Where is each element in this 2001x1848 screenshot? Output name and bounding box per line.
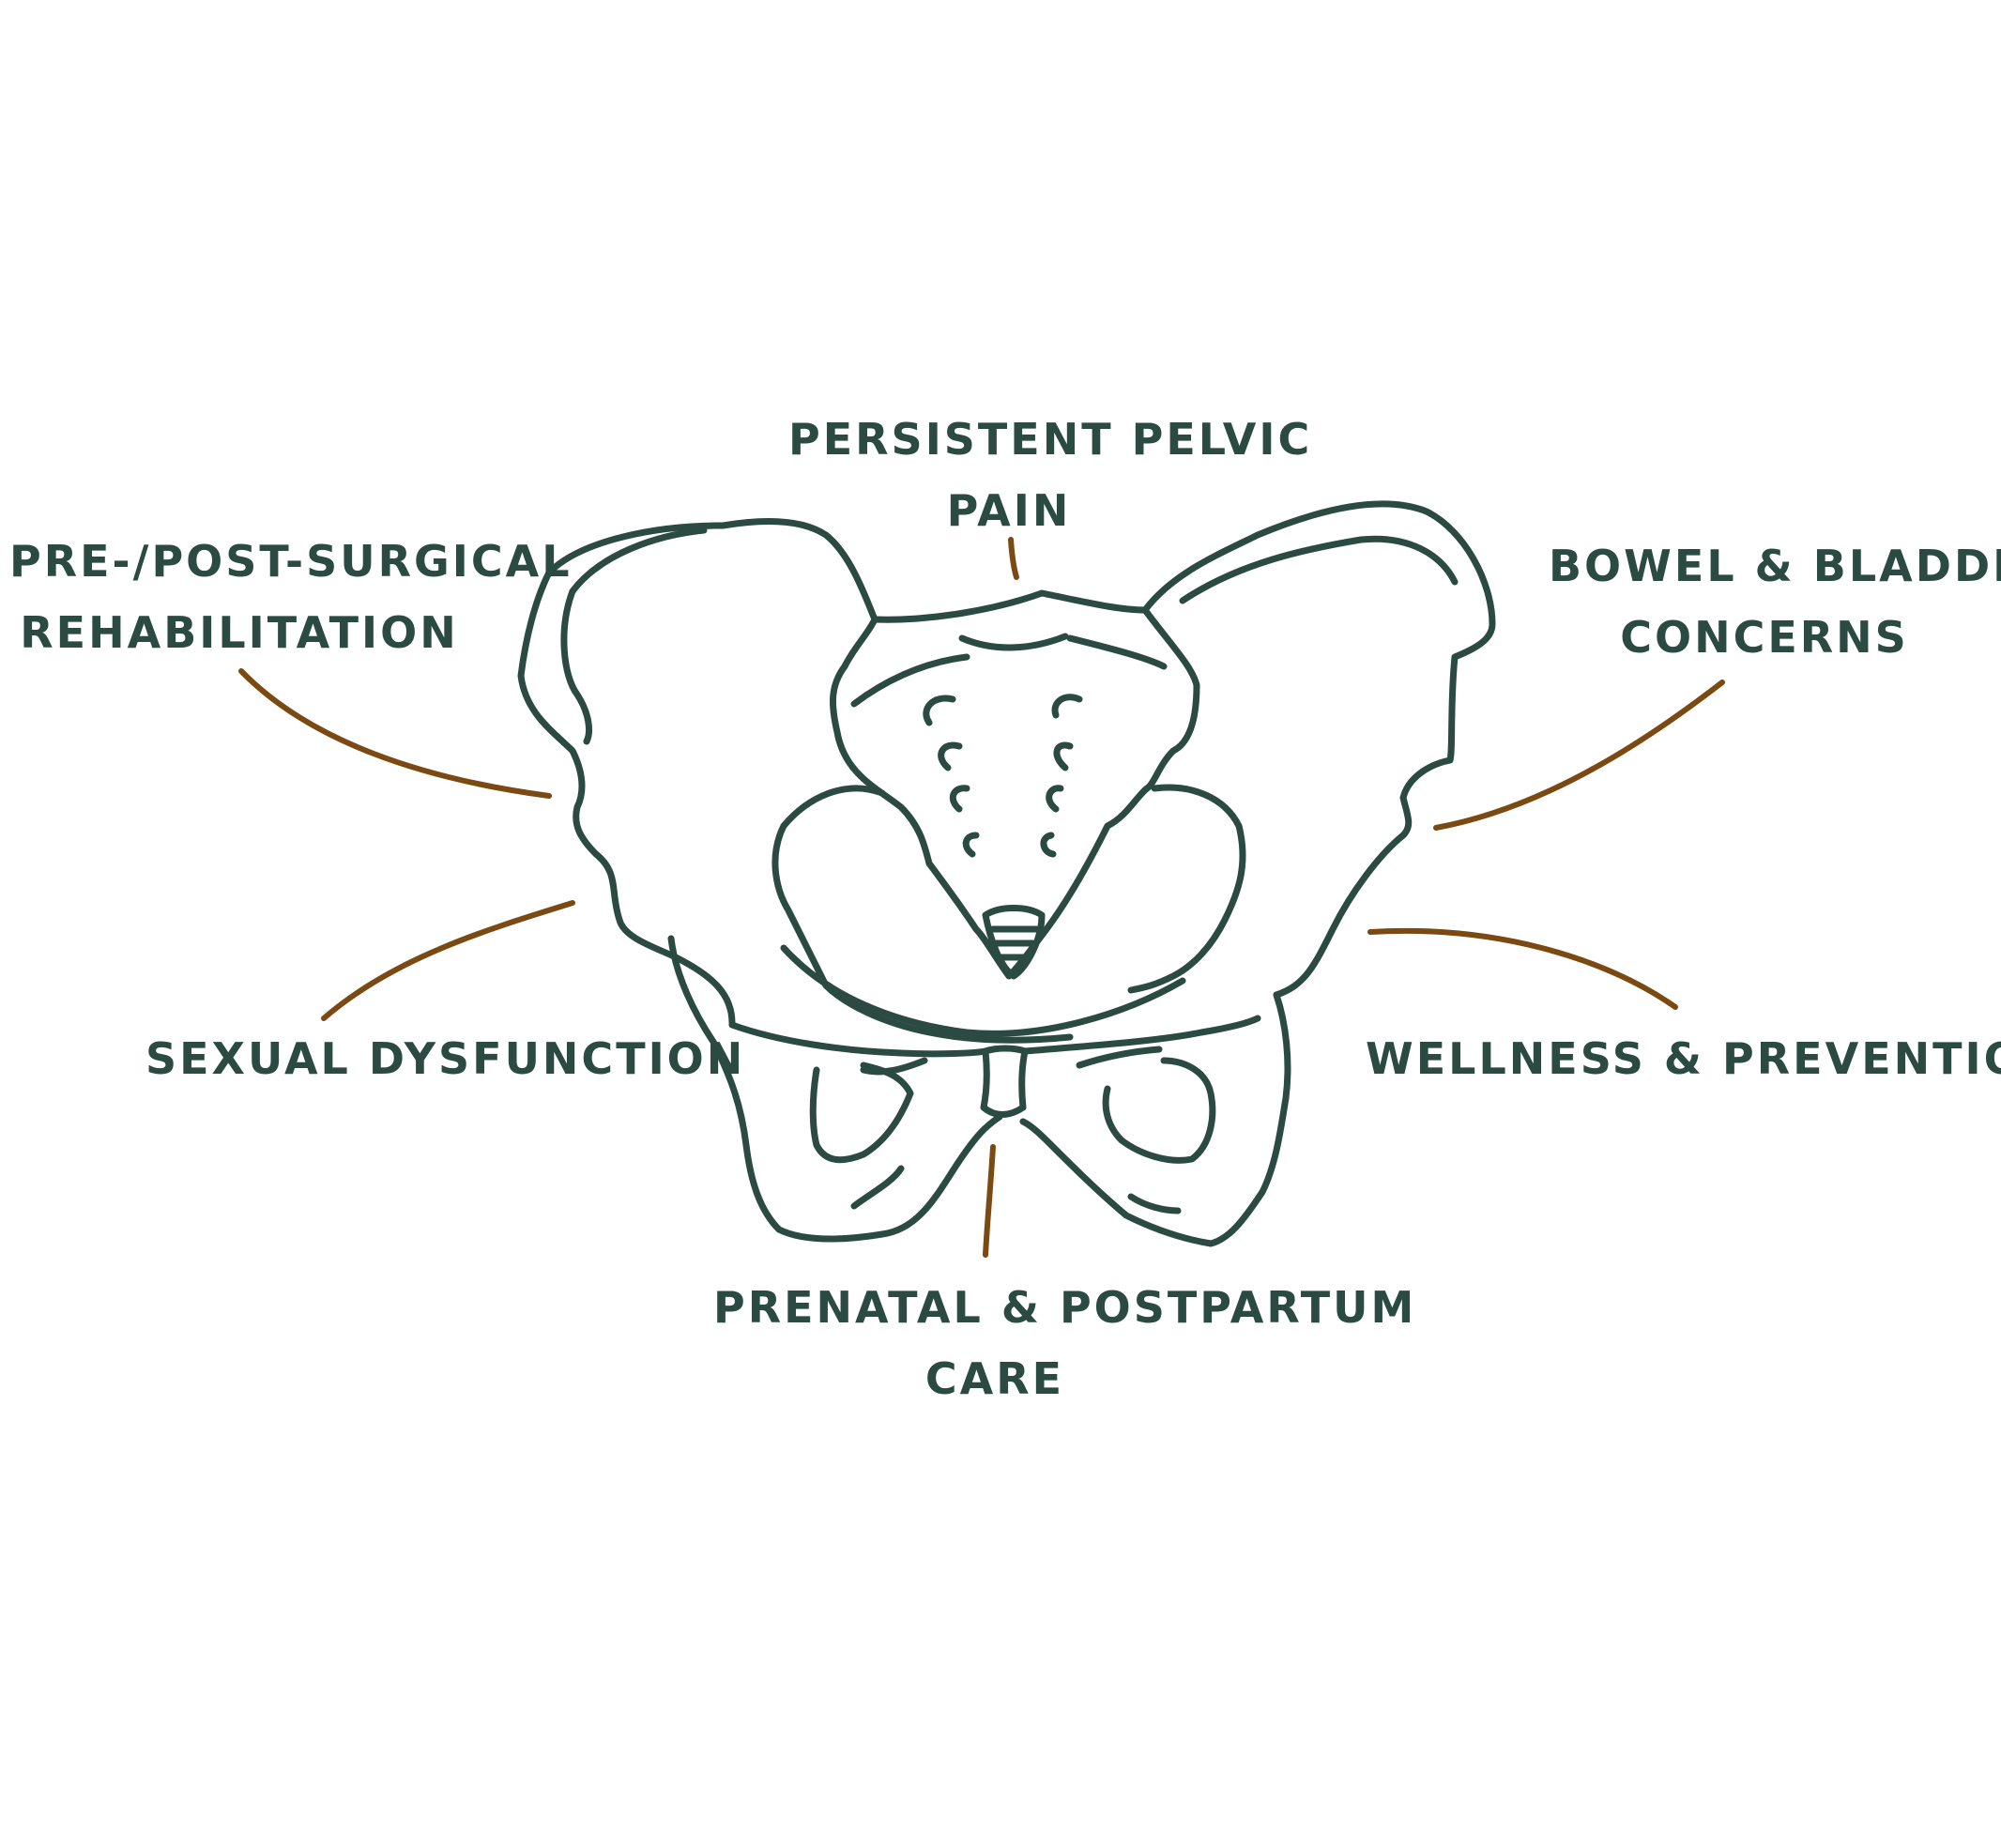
label-bowel-bladder: BOWEL & BLADDER CONCERNS	[1549, 530, 1980, 673]
leader-wellness-prevention	[1370, 931, 1675, 1007]
label-line: WELLNESS & PREVENTION	[1366, 1023, 1938, 1094]
sacral-foramen	[1044, 835, 1053, 854]
label-pre-post-surgical: PRE-/POST-SURGICAL REHABILITATION	[9, 526, 469, 668]
leader-bowel-bladder	[1436, 682, 1722, 828]
sacral-base-line	[962, 636, 1065, 648]
label-line: CARE	[713, 1343, 1276, 1414]
label-line: PERSISTENT PELVIC	[788, 404, 1230, 475]
label-line: PRENATAL & POSTPARTUM	[713, 1272, 1276, 1343]
label-wellness-prevention: WELLNESS & PREVENTION	[1366, 1023, 1938, 1094]
sacral-foramen	[966, 835, 976, 854]
right-lower-ramus-line	[1131, 1197, 1178, 1211]
sacral-foramen	[953, 788, 967, 809]
label-line: BOWEL & BLADDER	[1549, 530, 1980, 602]
pelvis-outline	[521, 504, 1492, 1244]
label-line: SEXUAL DYSFUNCTION	[145, 1023, 634, 1094]
right-iliac-wing	[1145, 504, 1492, 995]
label-sexual-dysfunction: SEXUAL DYSFUNCTION	[145, 1023, 634, 1094]
left-lower-ramus-line	[854, 1168, 901, 1206]
sacral-foramen	[1057, 745, 1070, 768]
left-pelvic-brim	[775, 788, 1070, 1040]
sacral-ala-right	[1070, 638, 1164, 666]
label-line: PRE-/POST-SURGICAL	[9, 526, 469, 597]
label-line: PAIN	[788, 475, 1230, 546]
pubic-symphysis	[984, 1048, 1025, 1115]
right-ramus-inner-line	[1079, 1049, 1159, 1065]
leader-sexual-dysfunction	[324, 903, 573, 1018]
label-line: CONCERNS	[1549, 602, 1980, 673]
label-line: REHABILITATION	[9, 597, 469, 668]
leader-pre-post-surgical	[241, 671, 549, 796]
pelvic-inlet-curve	[784, 948, 1183, 1033]
right-pelvic-brim	[1131, 787, 1243, 990]
label-persistent-pelvic-pain: PERSISTENT PELVIC PAIN	[788, 404, 1230, 546]
label-prenatal-postpartum: PRENATAL & POSTPARTUM CARE	[713, 1272, 1276, 1414]
sacral-foramen	[1055, 697, 1079, 715]
left-obturator-foramen	[813, 1065, 910, 1160]
sacral-foramen	[926, 698, 953, 723]
left-ischium	[671, 939, 1000, 1239]
sacral-foramen	[1049, 788, 1061, 809]
leader-prenatal-postpartum	[985, 1147, 993, 1255]
right-obturator-foramen	[1106, 1061, 1213, 1160]
left-iliac-crest-inner	[564, 530, 704, 741]
sacral-foramen	[941, 745, 959, 768]
